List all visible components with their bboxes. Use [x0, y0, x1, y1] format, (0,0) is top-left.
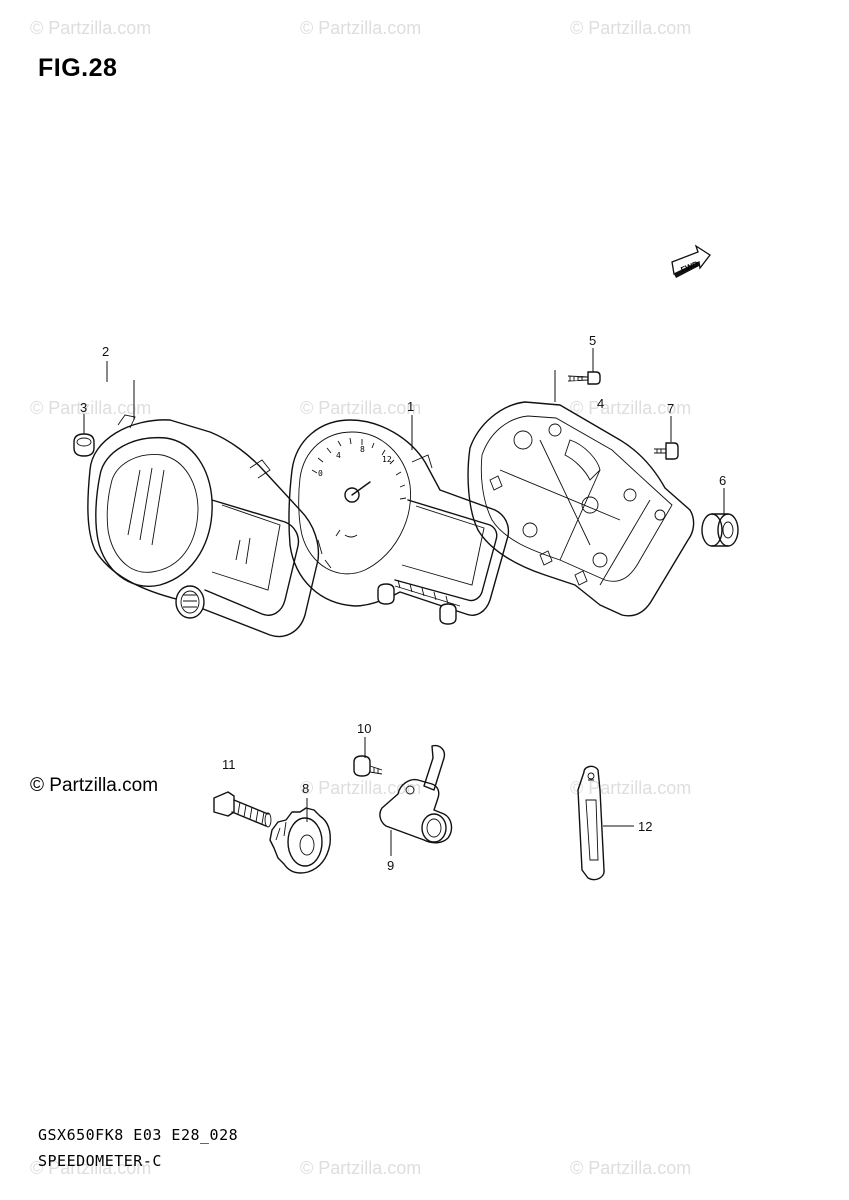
callout-10: 10: [357, 721, 371, 736]
copyright-notice: © Partzilla.com: [30, 775, 159, 796]
svg-text:12: 12: [382, 455, 392, 464]
callout-12: 12: [638, 819, 652, 834]
part-5-screw: [567, 371, 601, 385]
callout-3: 3: [80, 400, 87, 415]
watermark: © Partzilla.com: [300, 778, 422, 798]
callout-1: 1: [407, 399, 414, 414]
callout-5: 5: [589, 333, 596, 348]
watermark: © Partzilla.com: [30, 398, 152, 418]
callout-7: 7: [667, 401, 674, 416]
part-6-grommet: [701, 513, 739, 547]
callout-9: 9: [387, 858, 394, 873]
part-7-screw: [654, 442, 679, 460]
callout-11: 11: [222, 757, 236, 772]
watermark: © Partzilla.com: [300, 1158, 422, 1178]
figure-title: FIG.28: [38, 54, 118, 82]
model-code: GSX650FK8 E03 E28_028: [38, 1126, 239, 1144]
watermark: © Partzilla.com: [30, 18, 152, 38]
fwd-arrow-icon: FWD: [671, 244, 711, 278]
part-9-speed-sensor: [379, 744, 453, 844]
svg-text:8: 8: [360, 445, 365, 454]
part-11-bolt: [213, 791, 272, 828]
svg-text:4: 4: [336, 451, 341, 460]
watermark: © Partzilla.com: [300, 18, 422, 38]
callout-4: 4: [597, 396, 604, 411]
callout-8: 8: [302, 781, 309, 796]
part-12-strap: [577, 765, 605, 881]
leader-lines: [83, 348, 725, 856]
part-10-screw: [353, 755, 383, 777]
section-name: SPEEDOMETER-C: [38, 1152, 162, 1170]
watermark: © Partzilla.com: [300, 398, 422, 418]
part-8-sensor-rotor: [269, 807, 331, 874]
watermark: © Partzilla.com: [570, 18, 692, 38]
part-2-meter-cover: [87, 414, 320, 638]
watermark: © Partzilla.com: [30, 1158, 152, 1178]
watermark: © Partzilla.com: [570, 1158, 692, 1178]
callout-2: 2: [102, 344, 109, 359]
part-1-speedometer-assembly: 0 4 8 12: [288, 419, 510, 625]
svg-text:0: 0: [318, 469, 323, 478]
part-3-grommet: [73, 433, 95, 457]
watermark: © Partzilla.com: [570, 398, 692, 418]
callout-6: 6: [719, 473, 726, 488]
part-4-rear-case: [467, 401, 695, 617]
